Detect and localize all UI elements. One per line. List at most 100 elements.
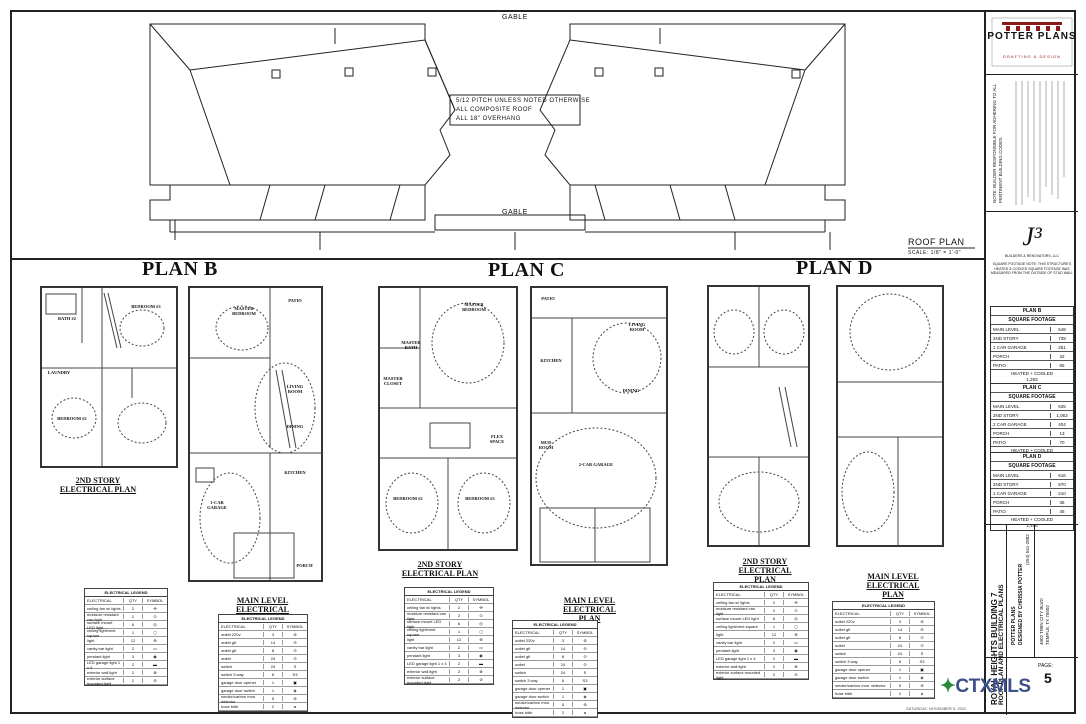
legend-qty: 2 [764, 672, 783, 677]
plan-b-main-level-walls [190, 288, 321, 580]
legend-item: light [407, 637, 415, 642]
sqft-row-label: 1 CAR GARAGE [993, 490, 1027, 496]
plan-c-2nd-story-walls [380, 288, 516, 549]
legend-item: ceiling light/vent square [407, 626, 436, 637]
legend-symbol-icon: ▭ [783, 640, 808, 645]
legend-qty: 1 [263, 688, 282, 693]
legend-item: exterior wall light [716, 664, 746, 669]
legend-symbol-icon: S3 [909, 659, 934, 664]
plan-b-room-bedroom2: BEDROOM #2 [57, 416, 87, 421]
roof-plan-title: ROOF PLAN [908, 237, 965, 247]
legend-item: surface mount LED light [87, 619, 113, 630]
legend-qty: 24 [263, 664, 282, 669]
legend-qty: 2 [764, 656, 783, 661]
legend-qty: 3 [449, 653, 468, 658]
legend-row: moisture resistant can light 2⊙ [714, 605, 808, 616]
plan-c-main-level-subtitle: MAIN LEVEL ELECTRICAL PLAN [563, 596, 616, 623]
legend-qty: 2 [764, 608, 783, 613]
legend-qty: 2 [553, 710, 572, 715]
legend-head-symbol: SYMBOL [909, 611, 934, 616]
sqft-row-label: PORCH [993, 499, 1010, 505]
legend-symbol-icon: ▭ [142, 646, 167, 651]
address-line-1: 4002 TWIN CITY BLVD [1039, 598, 1044, 645]
plan-c-2nd-story-subtitle: 2ND STORY ELECTRICAL PLAN [401, 560, 479, 578]
legend-item: outlet 220v [515, 638, 535, 643]
legend-symbol-icon: ⊙ [783, 608, 808, 613]
plan-b-room-bedroom3: BEDROOM #3 [131, 304, 161, 309]
plan-d-main-level-floorplan [836, 285, 944, 547]
plan-d-2nd-story-floorplan [707, 285, 810, 547]
legend-qty: 3 [553, 638, 572, 643]
legend-item: light [87, 638, 95, 643]
legend-title: ELECTRICAL LEGEND [85, 589, 167, 597]
plan-b-title: PLAN B [142, 258, 218, 280]
legend-symbol-icon: ⊘ [468, 677, 493, 682]
legend-item: moisture resistant can light [716, 605, 756, 616]
legend-symbol-icon: ◈ [572, 694, 597, 699]
plan-c-room-bedroom3: BEDROOM #3 [465, 496, 495, 501]
ctxmls-watermark: ✦CTXMLS [940, 676, 1031, 697]
legend-item: outlet [835, 643, 845, 648]
legend-item: garage door switch [221, 688, 255, 693]
legend-qty: 2 [764, 664, 783, 669]
sqft-total-label: HEATED + COOLED [1010, 371, 1054, 376]
legend-qty: 1 [553, 686, 572, 691]
plan-b-2nd-story-floorplan: BEDROOM #3 BATH #2 LAUNDRY BEDROOM #2 [40, 286, 178, 468]
legend-symbol-icon: ⊗ [142, 670, 167, 675]
potter-plans-logo-icon [991, 17, 1073, 67]
legend-symbol-icon: ◈ [909, 675, 934, 680]
sqft-table-subtitle: SQUARE FOOTAGE [991, 315, 1073, 324]
legend-qty: 2 [123, 606, 142, 611]
sqft-row-label: 2ND STORY [993, 412, 1019, 418]
legend-item: outlet gfi [835, 627, 851, 632]
legend-head-qty: QTY [449, 597, 468, 602]
plan-c-room-bedroom2: BEDROOM #2 [393, 496, 423, 501]
sqft-row-label: PORCH [993, 353, 1010, 359]
legend-symbol-icon: ✣ [783, 600, 808, 605]
legend-item: surface mount LED light [407, 618, 442, 629]
legend-qty: 6 [263, 672, 282, 677]
legend-item: outlet 220v [221, 632, 241, 637]
legend-item: switch 3 way [221, 672, 244, 677]
sqft-row-value: 1,063 [1050, 412, 1073, 418]
legend-qty: 2 [123, 678, 142, 683]
legend-symbol-icon: ⊝ [909, 643, 934, 648]
legend-symbol-icon: ⊘ [783, 672, 808, 677]
legend-qty: 14 [553, 646, 572, 651]
legend-item: hose bibb [515, 710, 533, 715]
legend-title: ELECTRICAL LEGEND [219, 615, 307, 623]
legend-item: ceiling light/vent square [716, 624, 758, 629]
sqft-table-title: PLAN D [1022, 454, 1042, 460]
sqft-row-value: 616 [1050, 472, 1073, 478]
legend-symbol-icon: ⊛ [572, 702, 597, 707]
plan-c-room-master-closet: MASTER CLOSET [383, 376, 403, 386]
sqft-table-title: PLAN C [1022, 385, 1042, 391]
legend-qty: 24 [890, 651, 909, 656]
legend-item: outlet gfi [515, 654, 531, 659]
designer-phone: (254) 541-2882 [1025, 534, 1030, 565]
plan-d-main-level-walls [838, 293, 942, 545]
